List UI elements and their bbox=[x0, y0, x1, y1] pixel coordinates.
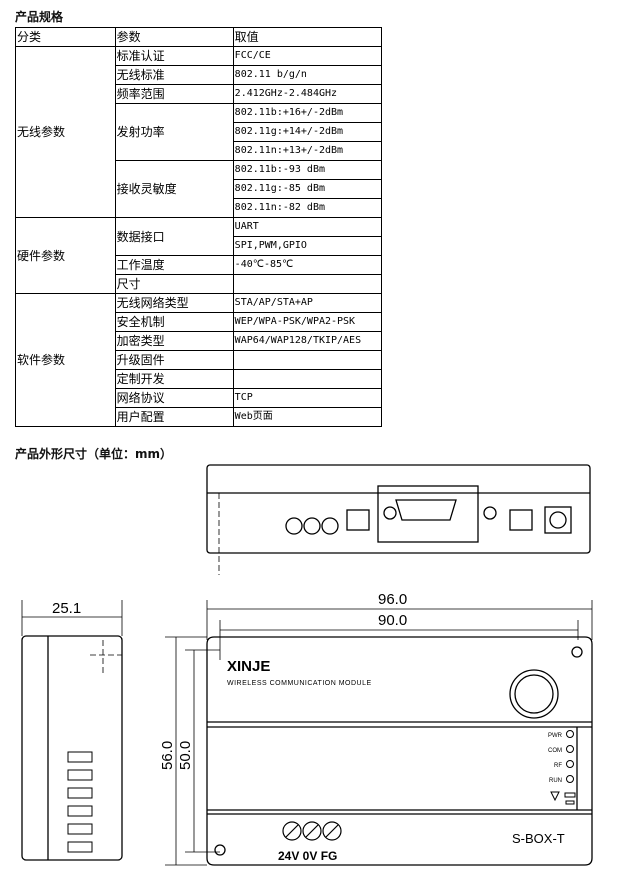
param: 尺寸 bbox=[114, 274, 234, 294]
side-view bbox=[21, 600, 123, 861]
group-hardware: 硬件参数 bbox=[15, 217, 116, 294]
dimension-lines bbox=[165, 600, 593, 866]
table-row: 尺寸 bbox=[16, 274, 383, 294]
led-label: PWR bbox=[548, 733, 563, 739]
param: 频率范围 bbox=[114, 84, 234, 104]
param: 无线网络类型 bbox=[114, 293, 234, 313]
dim-height-inner: 50.0 bbox=[177, 741, 194, 770]
param: 接收灵敏度 bbox=[114, 160, 234, 218]
group-software: 软件参数 bbox=[15, 293, 116, 427]
param: 发射功率 bbox=[114, 103, 234, 161]
dim-height-outer: 56.0 bbox=[159, 741, 176, 770]
param: 工作温度 bbox=[114, 255, 234, 275]
dimension-title: 产品外形尺寸（单位：mm） bbox=[15, 447, 173, 461]
param: 升级固件 bbox=[114, 350, 234, 370]
dim-width-inner: 90.0 bbox=[378, 612, 407, 629]
terminal-block bbox=[282, 821, 342, 841]
dim-depth: 25.1 bbox=[52, 600, 81, 617]
header-param: 参数 bbox=[114, 27, 234, 47]
top-view bbox=[206, 464, 591, 575]
front-view bbox=[206, 636, 593, 866]
brand-logo: XINJE bbox=[227, 658, 270, 675]
led-indicators bbox=[550, 730, 576, 805]
table-row: 定制开发 bbox=[16, 369, 383, 389]
spec-title: 产品规格 bbox=[15, 10, 64, 24]
model-label: S-BOX-T bbox=[512, 831, 565, 846]
dim-width-outer: 96.0 bbox=[378, 591, 407, 608]
table-row: 升级固件 bbox=[16, 350, 383, 370]
module-subtitle: WIRELESS COMMUNICATION MODULE bbox=[227, 680, 372, 687]
param: 标准认证 bbox=[114, 46, 234, 66]
terminal-labels: 24V 0V FG bbox=[278, 849, 337, 863]
param: 定制开发 bbox=[114, 369, 234, 389]
table-row: 工作温度-40℃-85℃ bbox=[16, 255, 383, 275]
param: 用户配置 bbox=[114, 407, 234, 427]
led-label: RUN bbox=[549, 778, 562, 784]
value: Web页面 bbox=[232, 407, 383, 427]
led-label: RF bbox=[554, 763, 562, 769]
led-label: COM bbox=[548, 748, 562, 754]
table-header: 分类参数取值 bbox=[15, 27, 383, 47]
